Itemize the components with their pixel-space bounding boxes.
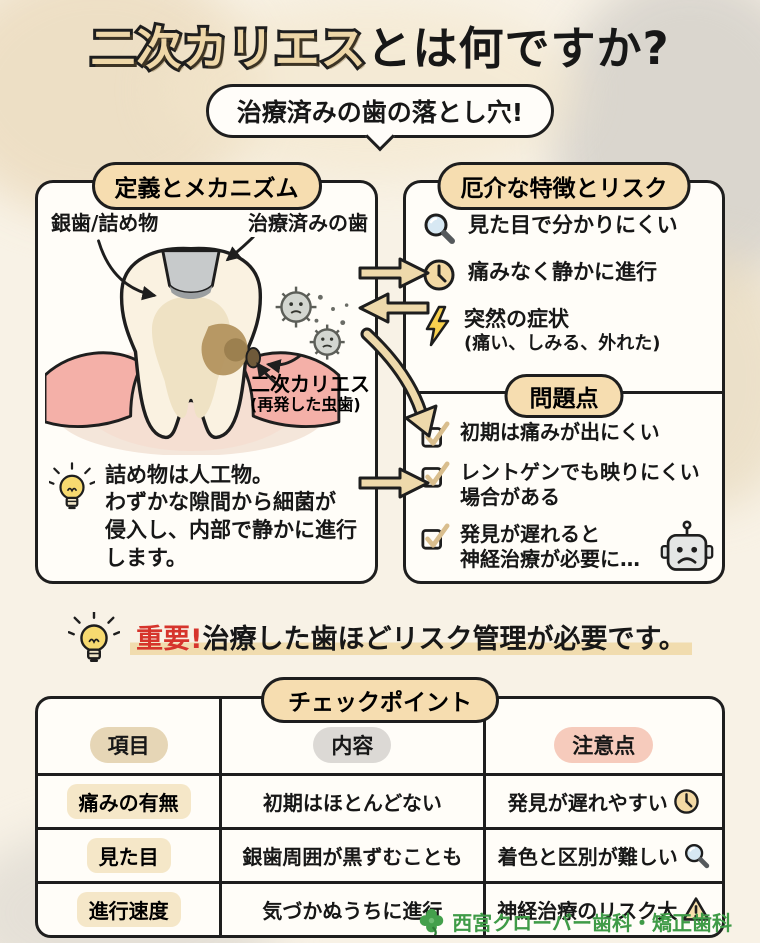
row-caution: 神経治療のリスク大 (497, 898, 678, 923)
problem-text: 初期は痛みが出にくい (460, 419, 660, 444)
feature-silent-progress: 痛みなく静かに進行 (422, 259, 714, 292)
feature-text: 見た目で分かりにくい (468, 212, 678, 237)
table-row-cell: 発見が遅れやすい (482, 775, 722, 830)
checkbox-icon (421, 523, 450, 550)
problems-header: 問題点 (504, 373, 624, 418)
table-row-cell: 神経治療のリスク大 (482, 883, 722, 935)
bacteria-faces (289, 301, 334, 348)
lightbulb-icon (49, 461, 95, 509)
definition-panel-header: 定義とメカニズム (91, 161, 322, 210)
clover-icon (419, 908, 444, 935)
row-label: 見た目 (86, 837, 171, 873)
clock-icon (673, 788, 699, 814)
row-label: 進行速度 (76, 891, 181, 927)
gum-left (45, 350, 144, 428)
definition-body: 銀歯/詰め物 治療済みの歯 (45, 207, 370, 575)
table-row-cell: 気づかぬうちに進行 (219, 883, 482, 935)
important-message: 重要!治療した歯ほどリスク管理が必要です。 (130, 621, 692, 658)
arrow-right-icon (358, 257, 430, 288)
column-header-pill: 内容 (313, 726, 392, 763)
row-caution: 発見が遅れやすい (507, 790, 668, 815)
column-header-content: 内容 (219, 698, 483, 776)
caution-wrap: 着色と区別が難しい (498, 841, 710, 870)
robot-wrap (660, 518, 714, 583)
clinic-footer: 西宮クローバー歯科・矯正歯科 (418, 907, 732, 936)
arrow-left-icon (358, 292, 430, 323)
column-header-item: 項目 (38, 699, 220, 776)
definition-note: 詰め物は人工物。 わずかな隙間から細菌が 侵入し、内部で静かに進行 します。 (49, 461, 370, 573)
problem-item: 初期は痛みが出にくい (420, 420, 714, 449)
feature-hard-to-see: 見た目で分かりにくい (422, 213, 714, 245)
warning-icon (682, 897, 710, 921)
clinic-name: 西宮クローバー歯科・矯正歯科 (452, 911, 732, 935)
page-title-accent: 二次カリエス (87, 21, 368, 77)
problem-item: 発見が遅れると 神経治療が必要に… (420, 520, 714, 583)
caution-wrap: 発見が遅れやすい (508, 787, 700, 816)
lightning-icon (425, 305, 450, 346)
caution-wrap: 神経治療のリスク大 (497, 895, 710, 924)
tooth-illustration (45, 236, 349, 456)
problem-item: レントゲンでも映りにくい 場合がある (420, 460, 714, 511)
row-content: 初期はほとんどない (262, 790, 442, 815)
filling-label: 銀歯/詰め物 (51, 210, 159, 235)
subtitle-bubble: 治療済みの歯の落とし穴! (205, 83, 555, 151)
risk-panel: 厄介な特徴とリスク 見た目で分かりにくい (403, 161, 725, 584)
table-row-cell: 痛みの有無 (38, 776, 220, 830)
problem-text: レントゲンでも映りにくい 場合がある (460, 459, 700, 510)
row-content: 気づかぬうちに進行 (262, 898, 443, 923)
definition-note-text: 詰め物は人工物。 わずかな隙間から細菌が 侵入し、内部で静かに進行 します。 (105, 462, 357, 570)
magnifier-icon (684, 843, 709, 868)
filling-shade (169, 285, 213, 299)
table-row-cell: 着色と区別が難しい (482, 829, 722, 884)
checkpoint-table: 項目 内容 注意点 痛みの有無 初期はほとんどない 発見が遅れやすい (35, 695, 725, 938)
risk-panel-header: 厄介な特徴とリスク (437, 161, 691, 210)
curved-arrow-icon (360, 327, 438, 437)
subtitle-row: 治療済みの歯の落とし穴! (35, 83, 725, 151)
table-row-cell: 銀歯周囲が黒ずむことも (219, 829, 483, 884)
feature-sudden-symptoms: 突然の症状 (痛い、しみる、外れた) (422, 305, 714, 355)
secondary-caries-sub: (再発した虫歯) (250, 394, 361, 414)
risk-features: 見た目で分かりにくい 痛みなく静かに進行 (406, 183, 722, 391)
column-header-pill: 項目 (89, 726, 168, 763)
feature-text: 痛みなく静かに進行 (468, 259, 657, 284)
lightbulb-icon (68, 611, 121, 662)
table-row-cell: 初期はほとんどない (219, 775, 483, 830)
feature-subtext: (痛い、しみる、外れた) (464, 332, 661, 354)
secondary-caries-title: 二次カリエス (250, 371, 370, 396)
important-label: 重要! (136, 623, 203, 655)
secondary-caries-label: 二次カリエス (再発した虫歯) (250, 371, 370, 414)
arrow-right-icon (358, 467, 430, 498)
table-row-cell: 見た目 (38, 830, 220, 884)
row-content: 銀歯周囲が黒ずむことも (242, 844, 463, 869)
important-banner: 重要!治療した歯ほどリスク管理が必要です。 (35, 611, 725, 668)
annotation-arrows (97, 236, 302, 388)
important-text: 治療した歯ほどリスク管理が必要です。 (202, 623, 686, 655)
sad-robot-icon (660, 520, 714, 571)
feature-text-wrap: 突然の症状 (痛い、しみる、外れた) (464, 307, 660, 355)
clock-icon (423, 259, 455, 290)
row-caution: 着色と区別が難しい (497, 844, 678, 869)
silver-filling (161, 248, 221, 294)
checkpoint-section: チェックポイント 項目 内容 注意点 痛みの有無 初期はほとんどない 発見が遅れ… (35, 676, 725, 938)
bacteria-icon (275, 286, 345, 360)
table-row-cell: 進行速度 (38, 884, 219, 935)
decay-core (224, 337, 248, 362)
magnifier-icon (424, 213, 455, 244)
row-label: 痛みの有無 (66, 783, 191, 819)
problem-text: 発見が遅れると 神経治療が必要に… (460, 521, 640, 572)
problems-section: 問題点 初期は痛みが出にくい (406, 373, 722, 583)
column-header-caution: 注意点 (482, 698, 722, 776)
definition-panel: 定義とメカニズム 銀歯/詰め物 治療済みの歯 (35, 161, 378, 584)
column-header-pill: 注意点 (554, 726, 654, 763)
problems-list: 初期は痛みが出にくい レントゲンでも映りにくい 場合がある (406, 394, 722, 583)
bacteria-dots (314, 294, 349, 325)
page-title-rest: とは何ですか? (366, 22, 670, 75)
page-title: 二次カリエスとは何ですか? (35, 21, 725, 77)
checkpoint-header: チェックポイント (261, 676, 499, 723)
treated-tooth-label: 治療済みの歯 (248, 210, 368, 235)
panels-row: 定義とメカニズム 銀歯/詰め物 治療済みの歯 (35, 161, 725, 584)
feature-text: 突然の症状 (464, 306, 569, 331)
